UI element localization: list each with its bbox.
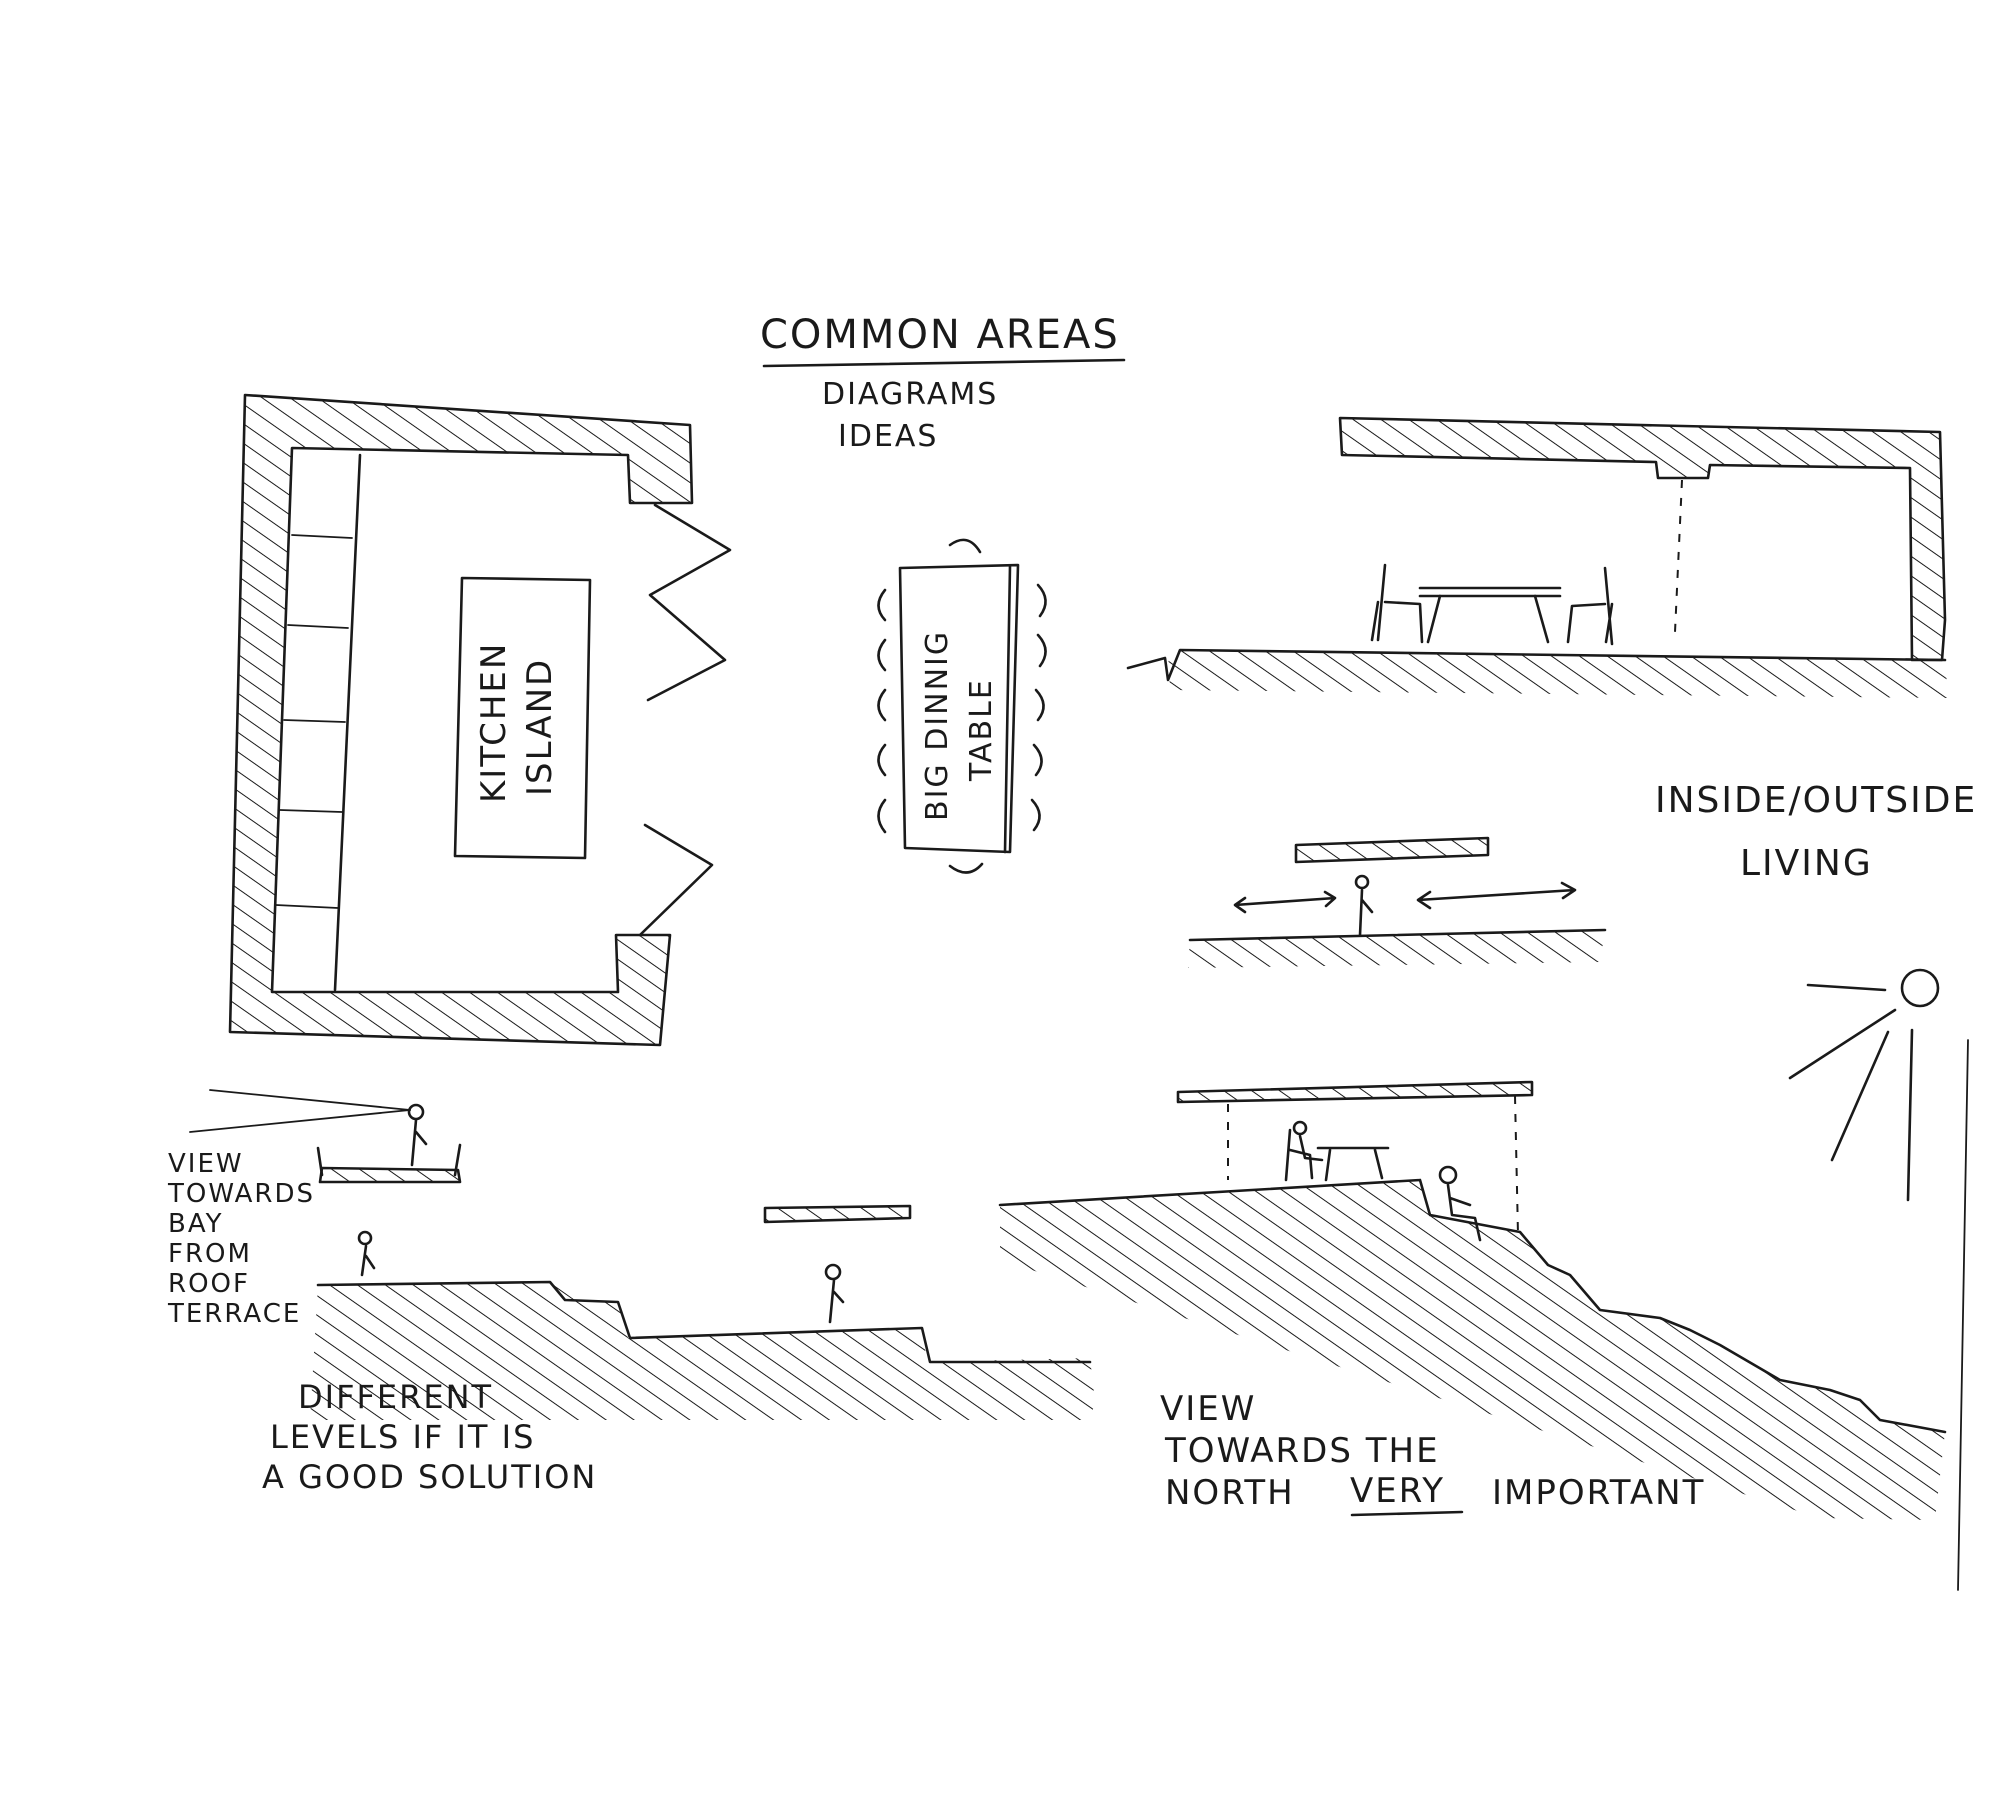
north-note-line-1: VIEW xyxy=(1160,1389,1256,1429)
title-underline xyxy=(762,358,1126,368)
kitchen-label-line-2: ISLAND xyxy=(520,658,560,796)
hill-section: VIEW TOWARDS THE NORTH VERY IMPORTANT xyxy=(998,1080,1947,1520)
table-icon xyxy=(1418,586,1562,644)
inside-outside-diagram: INSIDE/OUTSIDE LIVING xyxy=(1188,780,1977,968)
chair-icon xyxy=(877,538,1047,874)
inside-outside-line-1: INSIDE/OUTSIDE xyxy=(1655,780,1977,821)
person-icon xyxy=(357,1230,376,1277)
dining-label-line-2: TABLE xyxy=(964,678,999,782)
sun-icon xyxy=(1788,968,1940,1202)
terrace-note-line-3: BAY xyxy=(168,1209,224,1239)
dining-table xyxy=(898,563,1020,854)
terrace-note-line-6: TERRACE xyxy=(167,1299,301,1329)
person-icon xyxy=(1438,1165,1482,1242)
section-roof xyxy=(1338,416,1947,662)
person-icon xyxy=(824,1263,845,1324)
north-note-line-2: TOWARDS THE xyxy=(1164,1431,1440,1471)
section-dining xyxy=(1126,416,1948,698)
subtitle-line-2: IDEAS xyxy=(838,419,938,454)
page-title: COMMON AREAS xyxy=(760,312,1120,358)
north-note-line-3-prefix: NORTH xyxy=(1165,1473,1295,1513)
kitchen-plan: KITCHEN ISLAND xyxy=(228,393,732,1047)
dining-label-line-1: BIG DINNIG xyxy=(920,630,955,821)
stepped-ground xyxy=(310,1282,1095,1420)
levels-note-line-1: DIFFERENT xyxy=(298,1378,493,1416)
folding-door-bottom xyxy=(638,823,714,937)
dining-plan: BIG DINNIG TABLE xyxy=(877,538,1047,874)
section-floor xyxy=(1168,650,1948,698)
table-icon xyxy=(1316,1146,1390,1182)
terrace-note-line-4: FROM xyxy=(168,1239,252,1269)
platform-slab xyxy=(763,1204,912,1224)
chair-icon xyxy=(1284,1128,1314,1182)
terrace-note-line-1: VIEW xyxy=(168,1149,244,1179)
person-icon xyxy=(1292,1120,1324,1162)
roof-terrace-section: VIEW TOWARDS BAY FROM ROOF TERRACE xyxy=(167,1089,1095,1420)
inside-outside-line-2: LIVING xyxy=(1740,843,1873,884)
levels-note-line-3: A GOOD SOLUTION xyxy=(262,1458,597,1496)
person-icon xyxy=(407,1103,428,1167)
very-underline xyxy=(1350,1510,1464,1517)
terrace-slab xyxy=(318,1166,462,1184)
hill-ground xyxy=(1000,1180,1945,1520)
north-note-line-3-suffix: IMPORTANT xyxy=(1492,1473,1705,1513)
kitchen-wall xyxy=(228,393,694,1047)
north-note-line-3-emphasis: VERY xyxy=(1350,1471,1445,1511)
canopy-slab xyxy=(1294,836,1490,864)
kitchen-label-line-1: KITCHEN xyxy=(474,642,514,803)
levels-note: DIFFERENT LEVELS IF IT IS A GOOD SOLUTIO… xyxy=(262,1378,597,1496)
hill-roof-slab xyxy=(1176,1080,1534,1104)
kitchen-island xyxy=(453,576,592,860)
person-icon xyxy=(1354,874,1374,937)
kitchen-counter xyxy=(333,453,362,992)
terrace-note-line-2: TOWARDS xyxy=(167,1179,315,1209)
chair-icon xyxy=(1370,563,1614,646)
terrace-note-line-5: ROOF xyxy=(168,1269,250,1299)
double-arrow-icon xyxy=(1233,881,1577,914)
title-block: COMMON AREAS DIAGRAMS IDEAS xyxy=(760,312,1126,454)
subtitle-line-1: DIAGRAMS xyxy=(822,377,998,412)
folding-door-top xyxy=(646,503,732,702)
page-edge xyxy=(1957,1039,1969,1591)
levels-note-line-2: LEVELS IF IT IS xyxy=(270,1418,535,1456)
